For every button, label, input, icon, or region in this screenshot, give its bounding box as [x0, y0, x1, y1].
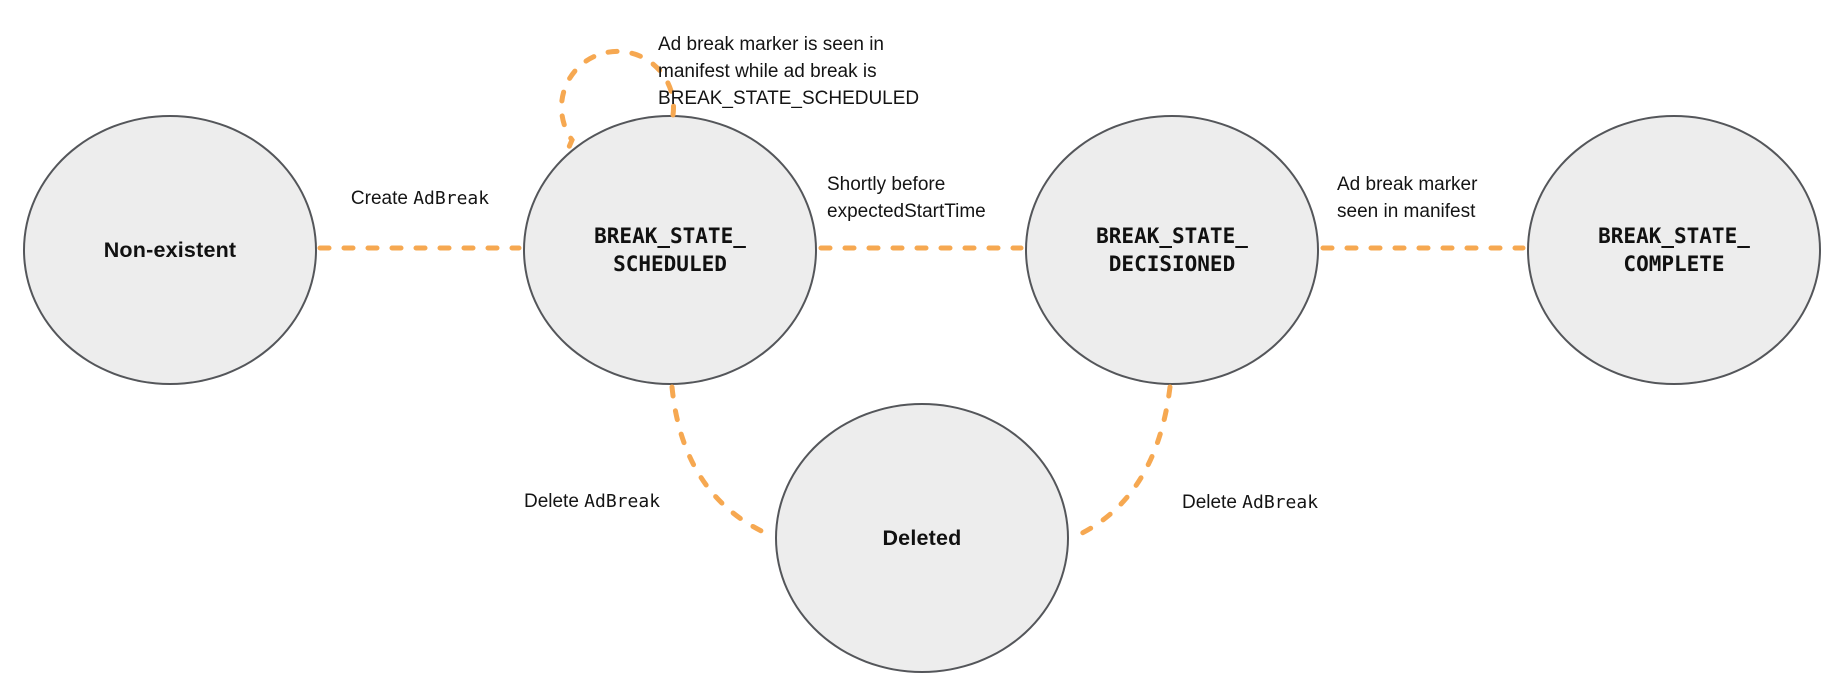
edge-label-self-loop: Ad break marker is seen in manifest whil…	[658, 34, 920, 109]
state-label-break-state-scheduled: BREAK_STATE_ SCHEDULED	[594, 224, 746, 276]
state-node-non-existent: Non-existent	[23, 115, 317, 385]
edge-label-create-adbreak: Create AdBreak	[350, 188, 490, 209]
state-label-break-state-decisioned: BREAK_STATE_ DECISIONED	[1096, 224, 1248, 276]
state-node-break-state-decisioned: BREAK_STATE_ DECISIONED	[1025, 115, 1319, 385]
edge-label-shortly-before: Shortly before expectedStartTime	[827, 174, 986, 222]
state-node-break-state-complete: BREAK_STATE_ COMPLETE	[1527, 115, 1821, 385]
edge-label-marker-seen-in-manifest: Ad break marker seen in manifest	[1337, 174, 1478, 222]
edge-scheduled-to-deleted-arrow	[669, 384, 773, 538]
state-label-break-state-complete: BREAK_STATE_ COMPLETE	[1598, 224, 1750, 276]
state-node-break-state-scheduled: BREAK_STATE_ SCHEDULED	[523, 115, 817, 385]
edge-label-delete-adbreak-left: Delete AdBreak	[523, 491, 661, 512]
state-label-deleted: Deleted	[882, 525, 962, 550]
edge-decisioned-to-deleted-arrow	[1071, 384, 1173, 540]
state-label-non-existent: Non-existent	[103, 237, 237, 262]
state-node-deleted: Deleted	[775, 403, 1069, 673]
edge-label-delete-adbreak-right: Delete AdBreak	[1181, 492, 1319, 513]
